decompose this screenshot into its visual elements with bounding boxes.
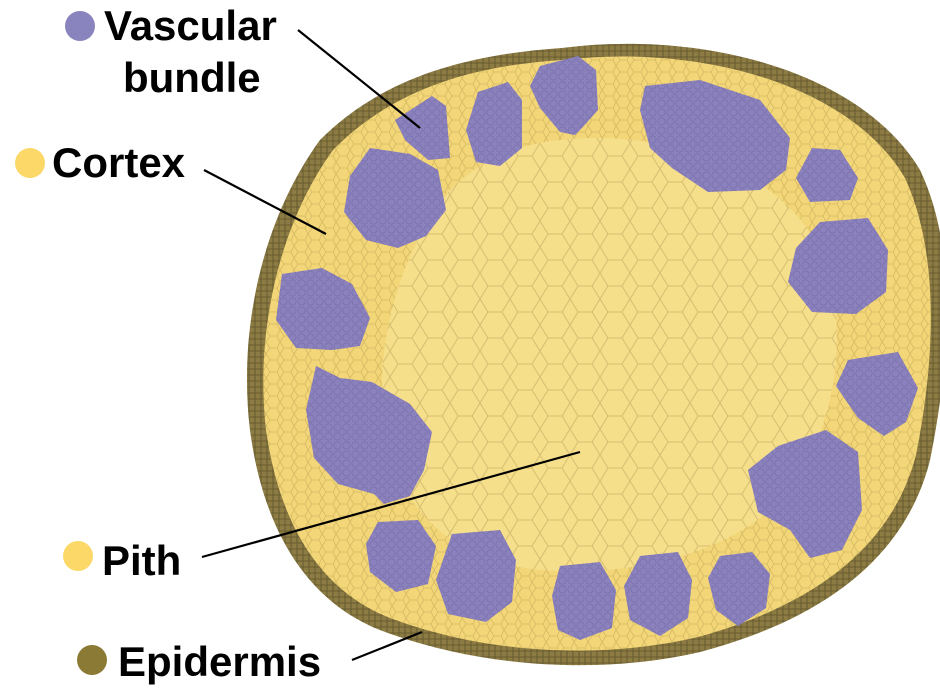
pith-legend-dot (63, 541, 93, 571)
vascular-bundle-legend-dot (65, 11, 95, 41)
epidermis-leader-line (352, 632, 422, 660)
epidermis-legend-dot (77, 645, 107, 675)
epidermis-label: Epidermis (118, 638, 321, 685)
cortex-legend-dot (15, 148, 45, 178)
cortex-label: Cortex (52, 139, 186, 186)
vascular-bundle-label-line2: bundle (123, 54, 261, 101)
vascular-bundle-label-line1: Vascular (104, 2, 277, 49)
pith-label: Pith (102, 537, 181, 584)
